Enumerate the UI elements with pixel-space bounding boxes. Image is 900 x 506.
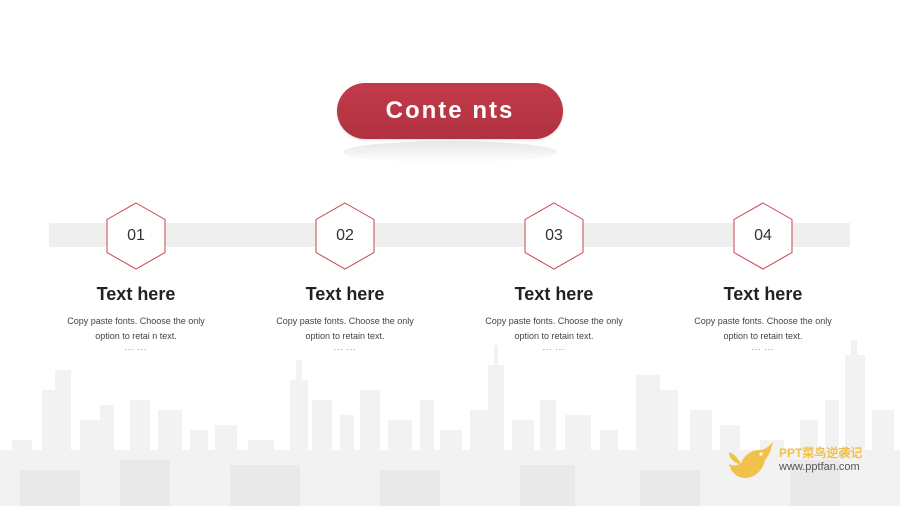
hexagon-badge: 02 <box>314 202 376 270</box>
hexagon-badge: 01 <box>105 202 167 270</box>
hexagon-icon <box>524 202 584 270</box>
hexagon-badge: 04 <box>732 202 794 270</box>
item-desc-line-1: Copy paste fonts. Choose the only <box>485 316 623 326</box>
item-ellipsis: ... ... <box>124 343 148 352</box>
item-desc-line-1: Copy paste fonts. Choose the only <box>276 316 414 326</box>
item-description: Copy paste fonts. Choose the only option… <box>265 314 425 344</box>
item-title: Text here <box>305 284 385 304</box>
item-number: 04 <box>754 227 772 244</box>
item-desc-line-2: option to retain text. <box>305 331 385 341</box>
item-desc-line-2: option to retain text. <box>723 331 803 341</box>
contents-title: Conte nts <box>337 83 563 139</box>
hexagon-icon <box>733 202 793 270</box>
item-description: Copy paste fonts. Choose the only option… <box>56 314 216 344</box>
item-ellipsis: ... ... <box>751 343 775 352</box>
item-desc-line-2: option to retain text. <box>514 331 594 341</box>
item-title: Text here <box>723 284 803 304</box>
title-banner: Conte nts <box>337 83 563 163</box>
contents-item-4: 04 Text here Copy paste fonts. Choose th… <box>673 202 853 362</box>
hexagon-icon <box>315 202 375 270</box>
item-number: 03 <box>545 227 563 244</box>
contents-item-1: 01 Text here Copy paste fonts. Choose th… <box>46 202 226 362</box>
contents-item-3: 03 Text here Copy paste fonts. Choose th… <box>464 202 644 362</box>
item-desc-line-2: option to retai n text. <box>95 331 177 341</box>
item-title: Text here <box>514 284 594 304</box>
timeline-band <box>49 223 850 247</box>
item-title: Text here <box>96 284 176 304</box>
contents-item-2: 02 Text here Copy paste fonts. Choose th… <box>255 202 435 362</box>
bird-logo-icon <box>729 442 773 478</box>
item-desc-line-1: Copy paste fonts. Choose the only <box>694 316 832 326</box>
item-ellipsis: ... ... <box>542 343 566 352</box>
item-number: 01 <box>127 227 145 244</box>
item-description: Copy paste fonts. Choose the only option… <box>683 314 843 344</box>
brand-name: PPT菜鸟逆袭记 <box>779 446 863 460</box>
title-reflection <box>343 141 557 163</box>
brand-watermark: PPT菜鸟逆袭记 www.pptfan.com <box>725 438 885 482</box>
item-description: Copy paste fonts. Choose the only option… <box>474 314 634 344</box>
item-desc-line-1: Copy paste fonts. Choose the only <box>67 316 205 326</box>
item-number: 02 <box>336 227 354 244</box>
hexagon-badge: 03 <box>523 202 585 270</box>
hexagon-icon <box>106 202 166 270</box>
brand-url: www.pptfan.com <box>779 461 860 473</box>
item-ellipsis: ... ... <box>333 343 357 352</box>
